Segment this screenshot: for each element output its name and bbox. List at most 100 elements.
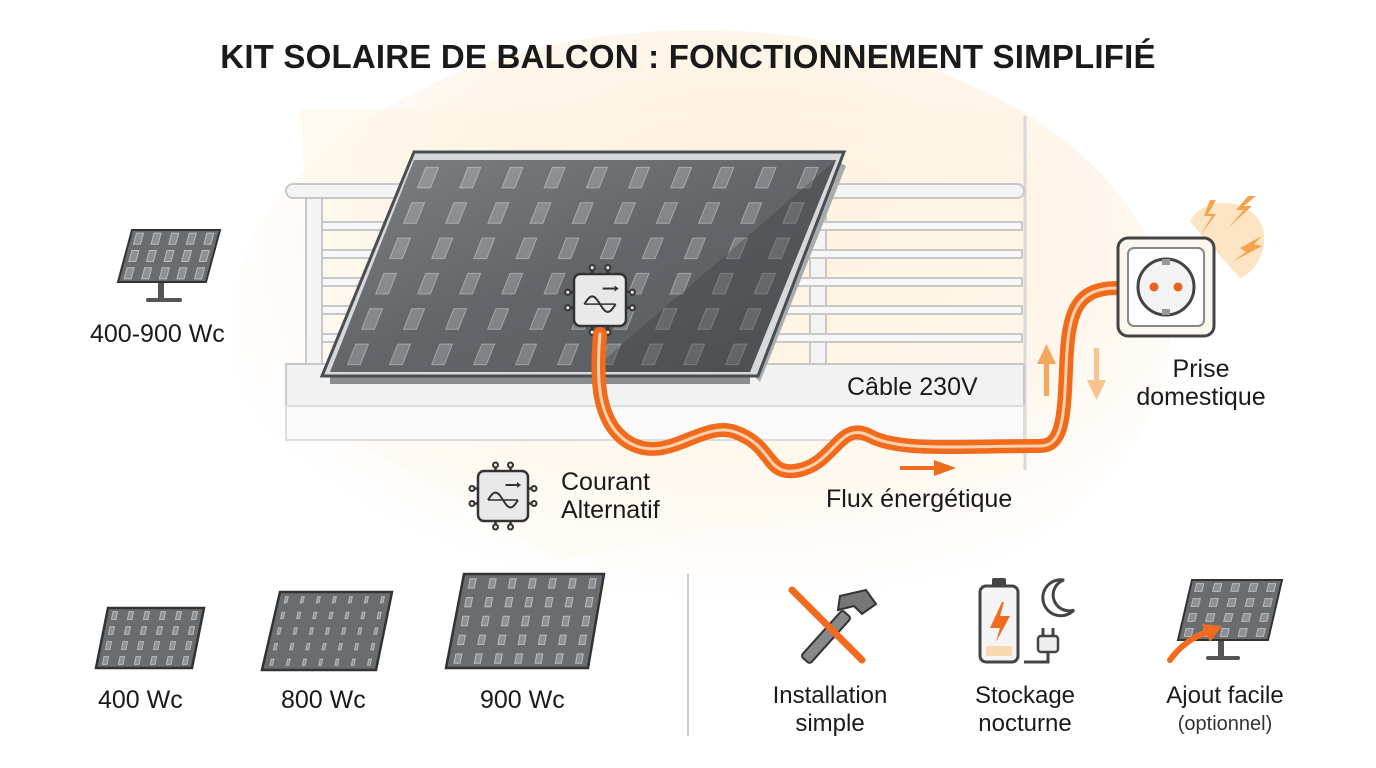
panel-size-800: 800 Wc bbox=[281, 686, 366, 714]
panel-cell bbox=[174, 611, 183, 620]
page-title: KIT SOLAIRE DE BALCON : FONCTIONNEMENT S… bbox=[220, 38, 1156, 75]
panel-cell bbox=[1219, 628, 1230, 637]
panel-cell bbox=[567, 578, 577, 589]
panel-cell bbox=[578, 634, 588, 645]
panel-cell bbox=[360, 611, 366, 619]
panel-cell bbox=[544, 597, 554, 608]
feature-add: Ajout facile (optionnel) bbox=[1140, 682, 1310, 738]
panel-cell bbox=[379, 596, 385, 604]
panel-cell bbox=[507, 578, 517, 589]
panel-cell bbox=[1230, 583, 1241, 592]
panel-cell bbox=[456, 634, 467, 645]
panel-cell bbox=[163, 250, 175, 262]
panel-cell bbox=[133, 656, 142, 665]
panel-add-icon bbox=[1167, 579, 1284, 663]
panel-cell bbox=[581, 615, 591, 627]
panel-cell bbox=[203, 232, 215, 245]
panel-cell bbox=[145, 250, 158, 262]
panel-cell bbox=[366, 658, 373, 666]
panel-cell bbox=[575, 653, 584, 664]
socket-label-line2: domestique bbox=[1136, 383, 1266, 411]
microinverter bbox=[564, 264, 636, 336]
main-solar-panel bbox=[319, 150, 847, 384]
panel-cell bbox=[149, 656, 158, 665]
panel-cell bbox=[467, 578, 477, 589]
power-range-label: 400-900 Wc bbox=[90, 320, 225, 348]
panel-cell bbox=[1237, 628, 1248, 637]
panel-cell bbox=[547, 578, 557, 589]
panel-cell bbox=[110, 611, 119, 620]
panel-cell bbox=[193, 267, 206, 280]
panel-cell bbox=[142, 611, 151, 620]
panel-cell bbox=[554, 653, 564, 664]
panel-cell bbox=[534, 653, 544, 664]
panel-cell bbox=[152, 641, 161, 650]
panel-cell bbox=[331, 596, 337, 604]
panel-cell bbox=[318, 658, 324, 666]
panel-cell bbox=[524, 597, 534, 608]
panel-cell bbox=[171, 626, 180, 635]
panel-cell bbox=[1244, 598, 1255, 607]
panel-cell bbox=[168, 232, 180, 245]
cable-label: Câble 230V bbox=[847, 373, 978, 401]
panel-cell bbox=[139, 626, 148, 635]
panel-cell bbox=[460, 615, 470, 627]
panel-cell bbox=[453, 653, 463, 664]
spark-icon bbox=[1200, 196, 1262, 262]
panel-size-400: 400 Wc bbox=[98, 686, 183, 714]
panel-cell bbox=[165, 656, 174, 665]
panel-cell bbox=[120, 641, 129, 650]
panel-cell bbox=[517, 634, 527, 645]
panel-cell bbox=[350, 658, 356, 666]
panel-900-icon bbox=[444, 572, 606, 670]
feature-installation-line2: simple bbox=[795, 710, 865, 737]
inverter-label-line1: Courant bbox=[561, 468, 650, 496]
panel-cell bbox=[107, 626, 116, 635]
panel-size-900: 900 Wc bbox=[480, 686, 565, 714]
socket-label: Prise domestique bbox=[1126, 355, 1276, 411]
feature-installation: Installation simple bbox=[748, 682, 912, 738]
panel-cell bbox=[558, 634, 567, 645]
panel-cell bbox=[1194, 583, 1205, 592]
panel-400-icon bbox=[94, 606, 206, 670]
panel-cell bbox=[477, 634, 487, 645]
panel-cell bbox=[283, 596, 289, 604]
panel-cell bbox=[521, 615, 530, 627]
panel-cell bbox=[500, 615, 510, 627]
panel-cell bbox=[328, 611, 334, 619]
crossed-hammer-icon bbox=[788, 586, 878, 664]
feature-storage-line2: nocturne bbox=[978, 710, 1072, 737]
panel-cell bbox=[497, 634, 507, 645]
panel-cell bbox=[537, 634, 547, 645]
panel-cell bbox=[168, 641, 177, 650]
panel-cell bbox=[187, 626, 196, 635]
panel-cell bbox=[180, 250, 193, 262]
inverter-box bbox=[572, 272, 628, 328]
feature-add-line2: (optionnel) bbox=[1177, 713, 1273, 735]
inverter-ac-icon bbox=[468, 461, 538, 531]
panel-cell bbox=[341, 627, 347, 635]
panel-cell bbox=[1205, 613, 1216, 622]
panel-cell bbox=[480, 615, 490, 627]
panel-cell bbox=[104, 641, 113, 650]
panel-cell bbox=[308, 627, 314, 635]
panel-cell bbox=[1226, 598, 1237, 607]
panel-cell bbox=[198, 250, 210, 262]
panel-cell bbox=[185, 232, 197, 245]
panel-cell bbox=[561, 615, 571, 627]
panel-cell bbox=[514, 653, 524, 664]
panel-cell bbox=[190, 611, 199, 620]
panel-cell bbox=[363, 596, 369, 604]
panel-cell bbox=[1248, 583, 1259, 592]
panel-cell bbox=[312, 611, 318, 619]
panel-cell bbox=[321, 643, 327, 651]
panel-cell bbox=[493, 653, 503, 664]
panel-cell bbox=[305, 643, 311, 651]
panel-cell bbox=[141, 267, 153, 280]
panel-cell bbox=[464, 597, 474, 608]
panel-cell bbox=[269, 658, 275, 666]
panel-cell bbox=[276, 627, 282, 635]
panel-cell bbox=[296, 611, 302, 619]
up-arrow-icon bbox=[1037, 344, 1056, 396]
